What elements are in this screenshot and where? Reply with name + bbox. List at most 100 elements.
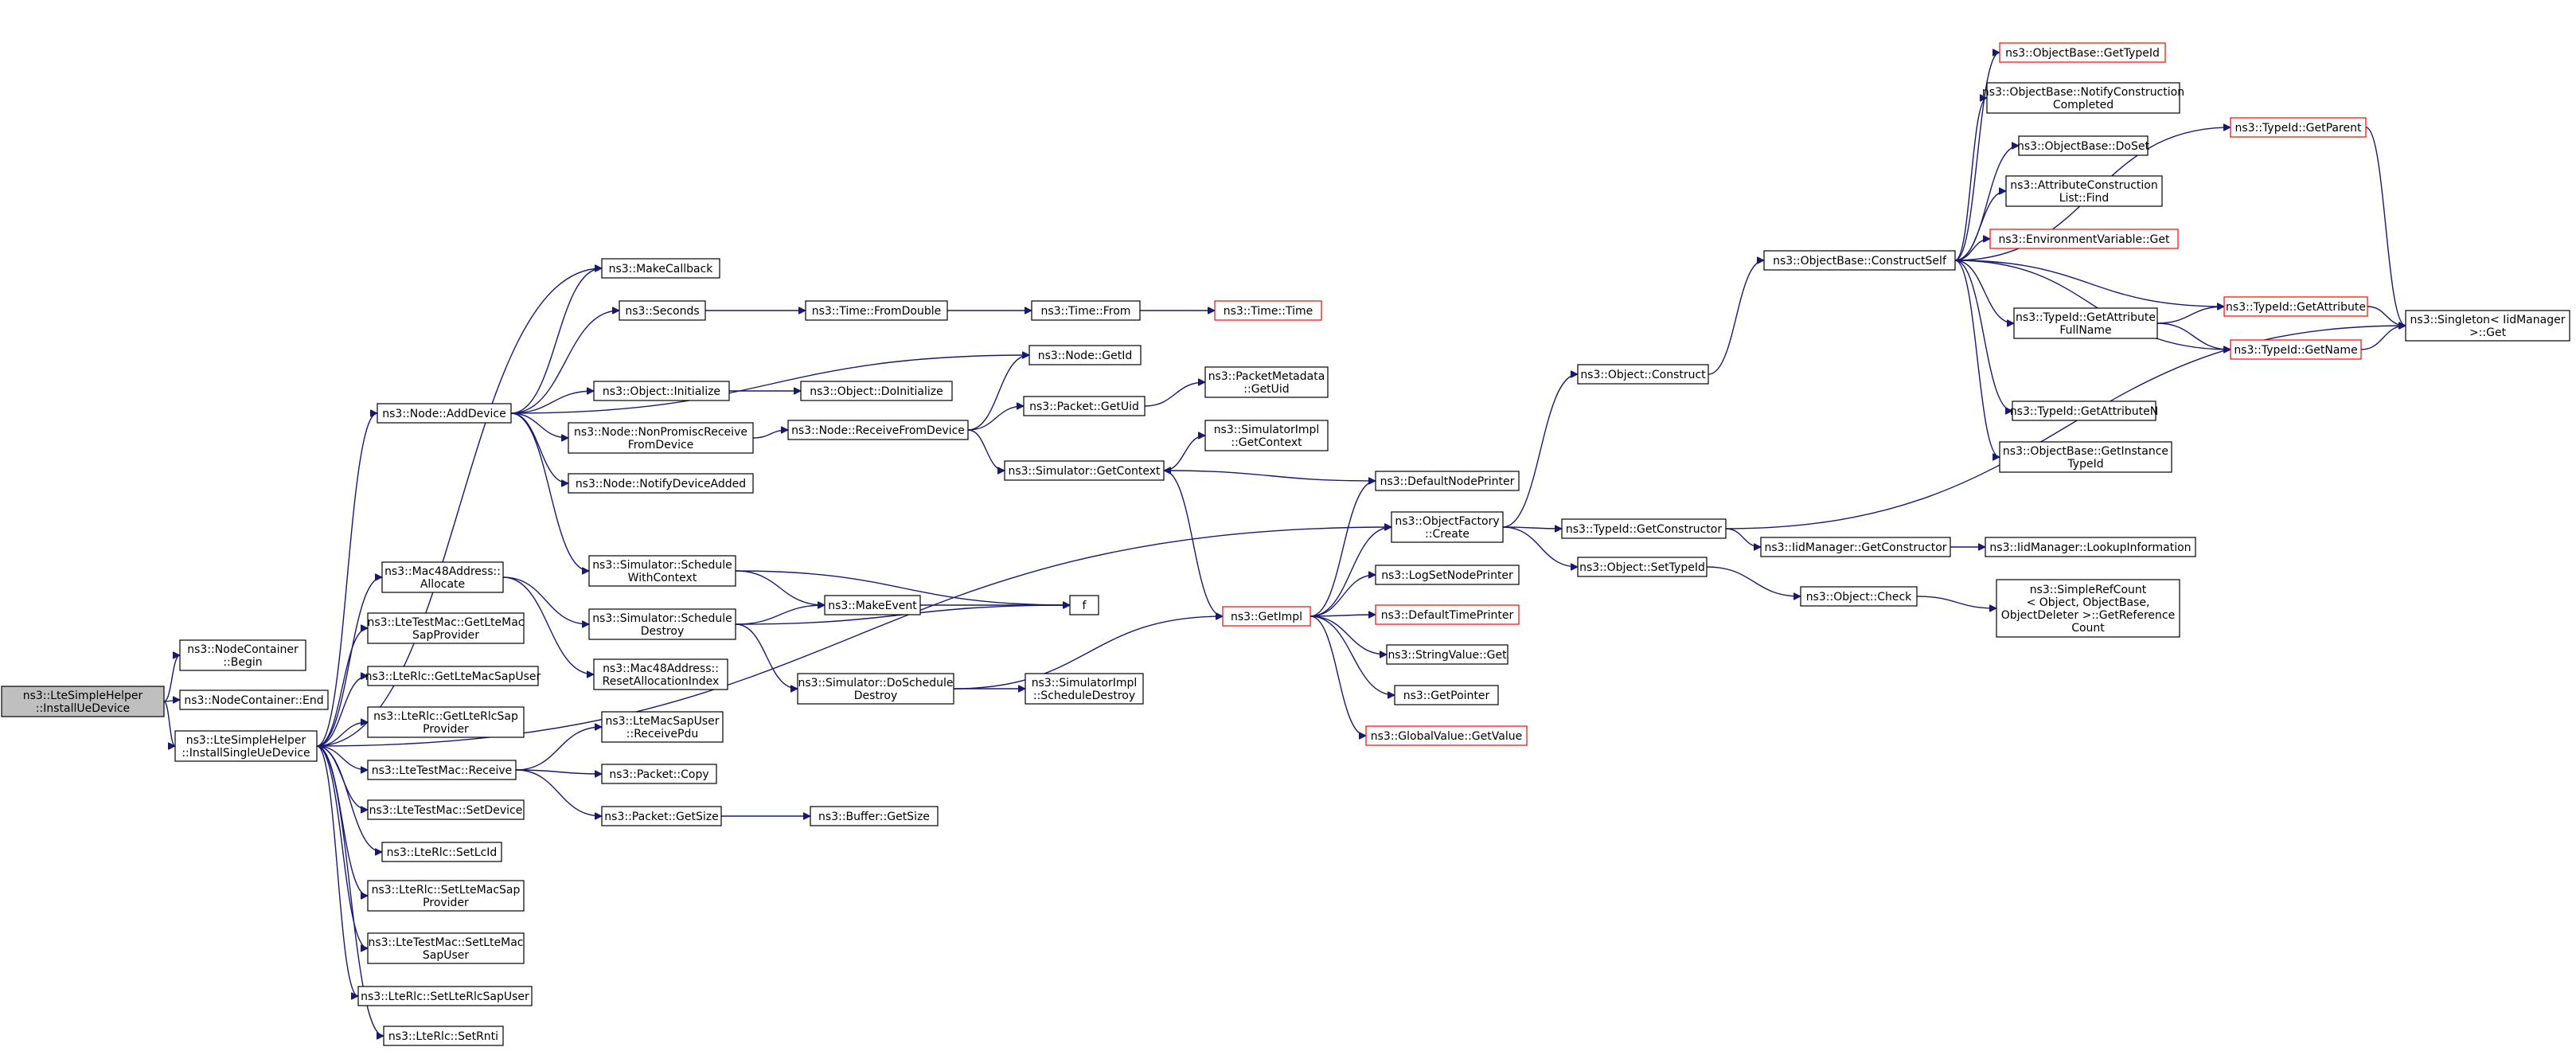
node-node-getid[interactable]: ns3::Node::GetId xyxy=(1028,345,1142,365)
node-ltetestmac-setdevice[interactable]: ns3::LteTestMac::SetDevice xyxy=(367,799,525,820)
node-objectbase-doset[interactable]: ns3::ObjectBase::DoSet xyxy=(2017,135,2149,156)
node-objectbase-constructself[interactable]: ns3::ObjectBase::ConstructSelf xyxy=(1763,250,1956,271)
edge-ltetestmac-receive-to-packet-copy xyxy=(515,769,602,774)
edge-defaultnodeprinter-to-sim-getcontext xyxy=(1164,471,1376,482)
node-nc-end[interactable]: ns3::NodeContainer::End xyxy=(179,690,329,710)
node-stringvalue-get[interactable]: ns3::StringValue::Get xyxy=(1386,644,1509,665)
edge-ltetestmac-receive-to-ltemacsapuser-receivepdu xyxy=(515,727,602,771)
edge-sim-schedulewithcontext-to-f xyxy=(735,570,1070,605)
node-ltemacsapuser-receivepdu[interactable]: ns3::LteMacSapUser::ReceivePdu xyxy=(601,711,724,743)
node-mac48-allocate[interactable]: ns3::Mac48Address::Allocate xyxy=(381,561,504,593)
edge-root-to-install-single xyxy=(163,701,176,746)
node-sim-getcontext[interactable]: ns3::Simulator::GetContext xyxy=(1004,460,1165,481)
node-label: ns3::Object::DoInitialize xyxy=(810,385,943,398)
node-object-construct[interactable]: ns3::Object::Construct xyxy=(1577,364,1709,385)
node-sim-scheduledestroy[interactable]: ns3::Simulator::ScheduleDestroy xyxy=(588,608,736,640)
node-root[interactable]: ns3::LteSimpleHelper::InstallUeDevice xyxy=(1,686,165,717)
node-typeid-getname[interactable]: ns3::TypeId::GetName xyxy=(2230,339,2362,360)
node-iidmanager-getconstructor[interactable]: ns3::IidManager::GetConstructor xyxy=(1760,537,1951,557)
node-box xyxy=(1577,364,1709,385)
node-box xyxy=(1986,82,2180,114)
node-object-initialize[interactable]: ns3::Object::Initialize xyxy=(593,381,730,401)
node-defaultnodeprinter[interactable]: ns3::DefaultNodePrinter xyxy=(1375,471,1520,491)
node-box xyxy=(1391,511,1504,543)
node-packetmetadata-getuid[interactable]: ns3::PacketMetadata::GetUid xyxy=(1204,366,1329,398)
node-lterlc-setlterlcsapuser[interactable]: ns3::LteRlc::SetLteRlcSapUser xyxy=(357,986,533,1006)
node-label: ns3::LteRlc::GetLteRlcSap xyxy=(373,710,518,723)
node-object-doinitialize[interactable]: ns3::Object::DoInitialize xyxy=(800,381,953,401)
node-label: ns3::LteSimpleHelper xyxy=(23,690,143,702)
node-singleton-get[interactable]: ns3::Singleton< IidManager>::Get xyxy=(2405,310,2570,342)
node-label: ns3::Singleton< IidManager xyxy=(2410,314,2566,326)
edge-node-adddevice-to-node-getid xyxy=(510,355,1029,414)
node-packet-getsize[interactable]: ns3::Packet::GetSize xyxy=(601,806,722,826)
node-box xyxy=(367,612,525,644)
node-packet-copy[interactable]: ns3::Packet::Copy xyxy=(601,764,717,784)
edge-node-adddevice-to-node-nonpromisc xyxy=(510,412,568,438)
node-time-fromdouble[interactable]: ns3::Time::FromDouble xyxy=(805,300,948,321)
node-node-notifydeviceadded[interactable]: ns3::Node::NotifyDeviceAdded xyxy=(568,473,754,494)
node-box xyxy=(383,1026,504,1046)
node-label: ns3::Object::Initialize xyxy=(603,385,720,398)
node-node-adddevice[interactable]: ns3::Node::AddDevice xyxy=(377,403,512,424)
node-simplerefcount-getrefcount[interactable]: ns3::SimpleRefCount< Object, ObjectBase,… xyxy=(1996,579,2180,638)
node-label: ns3::Node::AddDevice xyxy=(382,408,505,420)
node-label: ns3::ObjectBase::GetTypeId xyxy=(2005,47,2160,60)
node-typeid-getattributen[interactable]: ns3::TypeId::GetAttributeN xyxy=(2010,400,2158,421)
node-time-time[interactable]: ns3::Time::Time xyxy=(1214,300,1322,321)
node-label: List::Find xyxy=(2059,192,2110,205)
node-simimpl-getcontext[interactable]: ns3::SimulatorImpl::GetContext xyxy=(1204,420,1329,451)
node-defaulttimeprinter[interactable]: ns3::DefaultTimePrinter xyxy=(1375,604,1520,625)
node-typeid-getconstructor[interactable]: ns3::TypeId::GetConstructor xyxy=(1561,518,1727,539)
node-buffer-getsize[interactable]: ns3::Buffer::GetSize xyxy=(810,806,939,826)
node-label: ns3::Simulator::DoSchedule xyxy=(798,677,954,690)
node-object-check[interactable]: ns3::Object::Check xyxy=(1800,586,1918,607)
node-mac48-resetalloc[interactable]: ns3::Mac48Address::ResetAllocationIndex xyxy=(593,658,728,690)
node-typeid-getparent[interactable]: ns3::TypeId::GetParent xyxy=(2230,117,2367,138)
node-getimpl[interactable]: ns3::GetImpl xyxy=(1222,606,1311,627)
node-globalvalue-getvalue[interactable]: ns3::GlobalValue::GetValue xyxy=(1365,725,1528,746)
node-f[interactable]: f xyxy=(1069,595,1099,615)
node-label: ns3::MakeCallback xyxy=(609,263,714,275)
node-time-from[interactable]: ns3::Time::From xyxy=(1031,300,1141,321)
node-node-receivefromdevice[interactable]: ns3::Node::ReceiveFromDevice xyxy=(787,420,969,440)
node-nc-begin[interactable]: ns3::NodeContainer::Begin xyxy=(179,639,306,671)
node-lterlc-setlcid[interactable]: ns3::LteRlc::SetLcId xyxy=(381,842,502,862)
node-environmentvariable-get[interactable]: ns3::EnvironmentVariable::Get xyxy=(1989,229,2179,249)
node-seconds[interactable]: ns3::Seconds xyxy=(619,300,706,321)
node-lterlc-getltemacsapuser[interactable]: ns3::LteRlc::GetLteMacSapUser xyxy=(365,666,541,686)
node-objectbase-notifyconstructioncompleted[interactable]: ns3::ObjectBase::NotifyConstructionCompl… xyxy=(1982,82,2184,114)
node-logsetnodeprinter[interactable]: ns3::LogSetNodePrinter xyxy=(1375,565,1520,585)
node-packet-getuid[interactable]: ns3::Packet::GetUid xyxy=(1023,396,1146,416)
node-getpointer[interactable]: ns3::GetPointer xyxy=(1394,685,1499,705)
node-box xyxy=(1023,396,1146,416)
node-simimpl-scheduledestroy[interactable]: ns3::SimulatorImpl::ScheduleDestroy xyxy=(1025,673,1144,705)
node-install-single[interactable]: ns3::LteSimpleHelper::InstallSingleUeDev… xyxy=(174,730,318,762)
edge-objectbase-constructself-to-typeid-getname xyxy=(1954,260,2231,350)
node-object-settypeid[interactable]: ns3::Object::SetTypeId xyxy=(1577,557,1708,577)
node-box xyxy=(588,608,736,640)
node-label: ns3::TypeId::GetName xyxy=(2234,344,2357,357)
node-objectbase-gettypeid[interactable]: ns3::ObjectBase::GetTypeId xyxy=(1999,42,2166,63)
node-makecallback[interactable]: ns3::MakeCallback xyxy=(601,258,720,279)
node-label: ns3::IidManager::LookupInformation xyxy=(1989,541,2191,554)
node-typeid-getattribute[interactable]: ns3::TypeId::GetAttribute xyxy=(2223,296,2368,317)
node-label: ns3::Packet::GetSize xyxy=(604,811,718,823)
node-lterlc-setrnti[interactable]: ns3::LteRlc::SetRnti xyxy=(383,1026,504,1046)
node-iidmanager-lookupinformation[interactable]: ns3::IidManager::LookupInformation xyxy=(1985,537,2196,557)
node-objectfactory-create[interactable]: ns3::ObjectFactory::Create xyxy=(1391,511,1504,543)
node-makeevent[interactable]: ns3::MakeEvent xyxy=(824,595,921,615)
node-box xyxy=(2223,296,2368,317)
node-label: ns3::LteTestMac::Receive xyxy=(372,764,513,777)
node-ltetestmac-receive[interactable]: ns3::LteTestMac::Receive xyxy=(367,760,517,780)
